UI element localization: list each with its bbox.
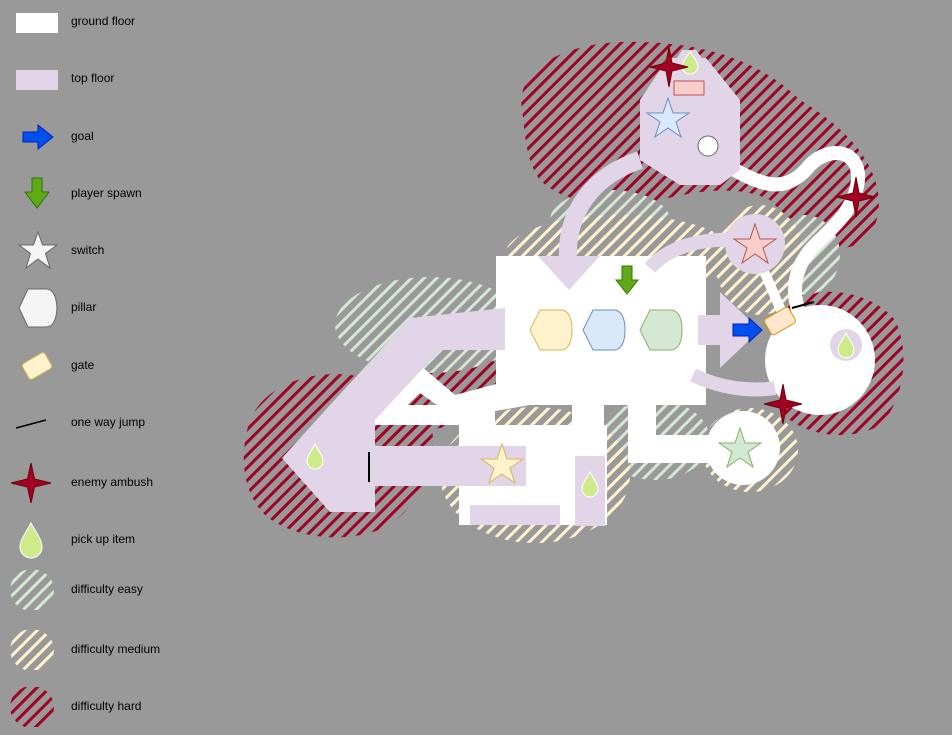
legend-item-difficulty-hard: difficulty hard <box>0 687 230 727</box>
difficulty-easy-hatch-icon <box>10 570 54 610</box>
north-room-gate-icon <box>673 80 705 96</box>
legend-label: gate <box>71 358 95 372</box>
legend-item-difficulty-medium: difficulty medium <box>0 630 230 670</box>
top-floor-curved-bridge-south <box>689 368 777 397</box>
legend-label: difficulty medium <box>71 642 161 656</box>
legend-label: ground floor <box>71 14 136 28</box>
pillar-icon <box>18 288 58 328</box>
legend-item-pick-up-item: pick up item <box>0 520 230 560</box>
legend: ground floor top floor goal player spawn… <box>0 0 230 735</box>
one-way-jump-icon <box>15 419 47 429</box>
pillar-icon <box>582 309 626 351</box>
legend-label: pick up item <box>71 532 136 546</box>
legend-item-enemy-ambush: enemy ambush <box>0 463 230 503</box>
top-floor-lower-ledge <box>470 505 560 525</box>
pick-up-item-icon <box>681 51 699 75</box>
pillar-icon <box>529 309 573 351</box>
top-floor-bridge-arrow-head <box>538 256 600 290</box>
player-spawn-arrow-icon <box>24 177 50 209</box>
difficulty-hard-hatch-icon <box>10 687 54 727</box>
gate-icon <box>763 306 797 336</box>
legend-label: player spawn <box>71 186 142 200</box>
switch-star-icon <box>645 96 691 139</box>
goal-arrow-icon <box>22 123 54 151</box>
switch-star-icon <box>479 442 525 485</box>
switches <box>479 96 778 485</box>
pillars <box>529 309 683 351</box>
legend-item-goal: goal <box>0 117 230 157</box>
legend-item-switch: switch <box>0 231 230 271</box>
legend-label: difficulty hard <box>71 699 142 713</box>
goal-arrow-icon <box>732 316 763 344</box>
enemy-ambushes <box>649 46 876 425</box>
top-floor-east-arrow-platform <box>698 292 760 368</box>
pick-up-item-icon <box>837 331 855 359</box>
switch-star-icon <box>17 231 59 270</box>
switch-star-icon <box>717 426 763 469</box>
top-floor-west-ramp <box>282 308 505 512</box>
legend-label: one way jump <box>71 415 146 429</box>
gate-icon <box>21 352 53 380</box>
legend-label: switch <box>71 243 105 257</box>
player-spawn-arrow-icon <box>614 265 640 295</box>
pick-up-item-icon <box>581 470 599 498</box>
legend-item-one-way-jump: one way jump <box>0 403 230 443</box>
ground-floor-west-link <box>375 405 495 425</box>
legend-label: enemy ambush <box>71 475 154 489</box>
enemy-ambush-icon <box>763 383 803 425</box>
one-way-jump-icon <box>791 301 815 309</box>
ground-floor-swatch-icon <box>16 13 58 33</box>
pick-up-item-icon <box>19 521 43 559</box>
pick-up-item-icon <box>306 442 324 470</box>
ground-floor-winding-path <box>728 146 866 322</box>
legend-item-difficulty-easy: difficulty easy <box>0 570 230 610</box>
legend-label: goal <box>71 129 94 143</box>
legend-label: pillar <box>71 300 97 314</box>
legend-item-player-spawn: player spawn <box>0 174 230 214</box>
legend-item-ground-floor: ground floor <box>0 2 230 42</box>
legend-item-pillar: pillar <box>0 288 230 328</box>
north-room-pillar-icon <box>697 135 719 157</box>
top-floor-swatch-icon <box>16 70 58 90</box>
enemy-ambush-icon <box>836 176 876 218</box>
enemy-ambush-icon <box>10 463 52 503</box>
enemy-ambush-icon <box>649 46 689 88</box>
top-floor-curved-bridge-west <box>558 151 644 263</box>
pillar-icon <box>639 309 683 351</box>
legend-item-top-floor: top floor <box>0 59 230 99</box>
legend-label: difficulty easy <box>71 582 143 596</box>
legend-label: top floor <box>71 71 115 85</box>
pick-up-items <box>306 51 855 498</box>
difficulty-medium-hatch-icon <box>10 630 54 670</box>
switch-star-icon <box>732 222 778 265</box>
legend-item-gate: gate <box>0 346 230 386</box>
ground-floor-west-zigzag-corridor <box>375 365 600 420</box>
ground-floor-central-stem <box>572 400 604 430</box>
